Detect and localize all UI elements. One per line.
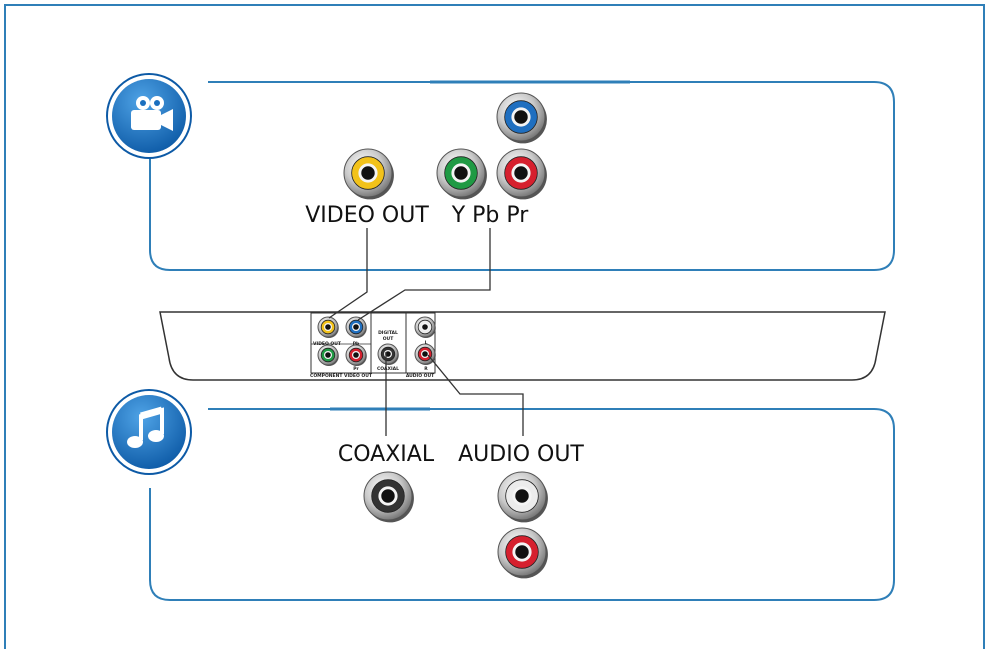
panel-audio-out-text: AUDIO OUT: [406, 373, 435, 379]
video-out-label: VIDEO OUT: [305, 203, 429, 228]
panel-video-out-jack: [317, 316, 339, 338]
coaxial-jack: [363, 471, 414, 523]
panel-audio-l-jack: [414, 316, 436, 338]
audio-out-jack-l-white: [497, 471, 548, 523]
panel-pb-text: Pb: [353, 341, 360, 347]
panel-video-out-text: VIDEO OUT: [313, 341, 342, 347]
audio-out-label: AUDIO OUT: [458, 442, 584, 467]
outer-frame: [4, 4, 985, 649]
panel-audio-r-jack: [414, 343, 436, 365]
panel-connector-group: [310, 312, 436, 374]
panel-r-text: R: [424, 366, 428, 372]
component-jack-y-green: [436, 148, 487, 200]
component-cable: [357, 228, 491, 321]
component-label: Y Pb Pr: [451, 203, 530, 228]
panel-pb-jack: [345, 316, 367, 338]
panel-pr-text: Pr: [353, 366, 359, 372]
panel-coaxial-text: COAXIAL: [377, 366, 399, 372]
video-out-cable: [328, 228, 368, 319]
connection-lines: [328, 228, 524, 436]
panel-coaxial-jack: [377, 343, 399, 365]
panel-out-text: OUT: [383, 336, 394, 342]
panel-pr-jack: [345, 344, 367, 366]
component-jack-pb-blue: [496, 92, 547, 144]
audio-out-jack-r-red: [497, 527, 548, 579]
music-note-icon: [106, 389, 192, 475]
video-camera-icon: [106, 73, 192, 159]
video-out-jack-yellow: [343, 148, 394, 200]
panel-component-video-out-text: COMPONENT VIDEO OUT: [310, 373, 373, 379]
device-rear-panel: [159, 311, 886, 381]
coaxial-label: COAXIAL: [338, 442, 435, 467]
panel-l-text: L: [425, 340, 428, 346]
video-section-box: [149, 81, 895, 271]
panel-y-jack: [317, 344, 339, 366]
component-jack-pr-red: [496, 148, 547, 200]
audio-section-box: [149, 408, 895, 601]
panel-digital-text: DIGITAL: [378, 330, 398, 336]
audio-out-cable: [427, 354, 524, 436]
